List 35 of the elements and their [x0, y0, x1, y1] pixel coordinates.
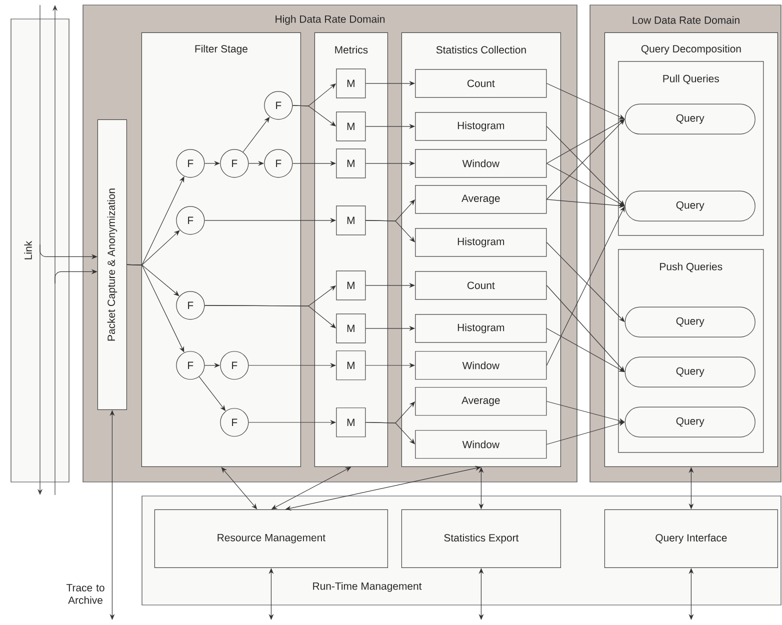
metric-box: M	[336, 314, 366, 344]
arrow	[126, 264, 184, 352]
statistic-box: Average	[415, 387, 547, 416]
statistic-box: Histogram	[415, 112, 547, 141]
query-pill: Query	[624, 190, 756, 222]
arrow	[688, 568, 694, 620]
arrow	[268, 568, 274, 620]
query-pill: Query	[624, 306, 756, 338]
query-pill: Query	[624, 406, 756, 438]
statistic-box: Window	[415, 430, 547, 459]
arrow	[546, 206, 625, 366]
statistic-box: Histogram	[415, 314, 547, 343]
statistic-box: Count	[415, 271, 547, 300]
metric-box: M	[336, 408, 366, 438]
arrow	[546, 119, 625, 200]
metric-box: M	[336, 350, 366, 380]
link-box: Link	[10, 18, 70, 482]
metric-box: M	[336, 148, 366, 178]
metric-box: M	[336, 68, 366, 98]
arrow	[478, 568, 484, 620]
metric-box: M	[336, 270, 366, 300]
metric-box: M	[336, 112, 366, 142]
management-box: Statistics Export	[401, 509, 561, 568]
query-pill: Query	[624, 104, 756, 134]
statistic-box: Histogram	[415, 228, 547, 257]
statistic-box: Count	[415, 69, 547, 98]
capture-bar: Packet Capture & Anonymization	[97, 119, 127, 410]
management-box: Resource Management	[154, 509, 388, 568]
management-box: Query Interface	[604, 509, 778, 568]
metric-box: M	[336, 206, 366, 236]
statistic-box: Average	[415, 185, 547, 214]
query-pill: Query	[624, 356, 756, 388]
statistic-box: Window	[415, 149, 547, 178]
edge-label: Trace to Archive	[62, 583, 110, 605]
statistic-box: Window	[415, 351, 547, 380]
